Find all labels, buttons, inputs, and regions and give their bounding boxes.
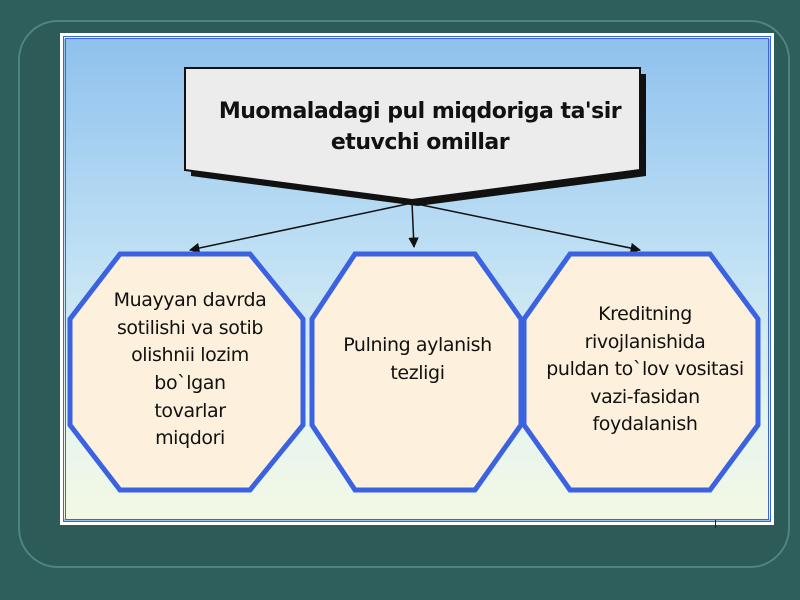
factor-box-text-3: Kreditning rivojlanishida puldan to`lov … [546, 303, 744, 436]
arrow-right [411, 202, 642, 254]
octagon-center [309, 251, 524, 493]
octagon-left [67, 251, 306, 493]
arrow-left [188, 202, 413, 254]
title-shape [184, 67, 641, 202]
arrow-center [408, 202, 419, 249]
tick-mark [715, 520, 716, 528]
diagram-title: Muomaladagi pul miqdoriga ta'sir etuvchi… [218, 99, 622, 155]
factor-box-text-1: Muayyan davrda sotilishi va sotib olishn… [113, 289, 267, 450]
octagon-right [521, 251, 761, 493]
factor-box-text-2: Pulning aylanish tezligi [343, 334, 492, 384]
